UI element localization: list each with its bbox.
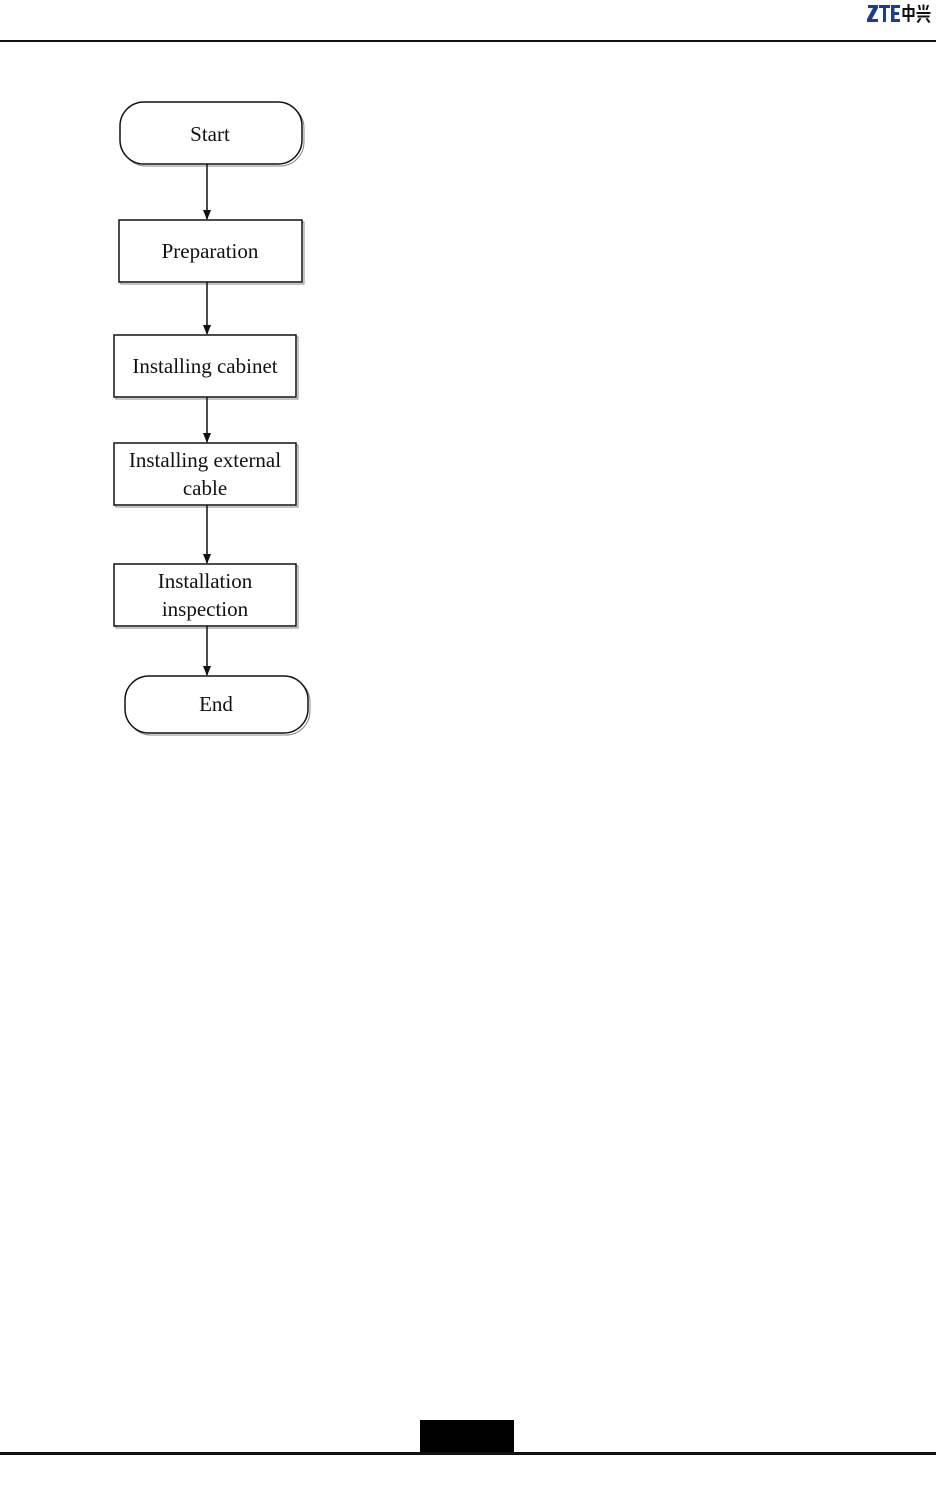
- step-installation-inspection-label-line1: Installation: [158, 569, 253, 593]
- start-label: Start: [190, 122, 230, 146]
- installation-flowchart: Start Preparation Installing cabinet Ins…: [0, 0, 936, 760]
- step-installing-cabinet-label: Installing cabinet: [132, 354, 277, 378]
- end-label: End: [199, 692, 233, 716]
- footer-rule: [0, 1452, 936, 1455]
- step-installing-external-cable-label-line2: cable: [183, 476, 227, 500]
- step-preparation-label: Preparation: [162, 239, 259, 263]
- step-installation-inspection-label-line2: inspection: [162, 597, 249, 621]
- step-installing-external-cable-label-line1: Installing external: [129, 448, 281, 472]
- page-number-tab: [420, 1420, 514, 1454]
